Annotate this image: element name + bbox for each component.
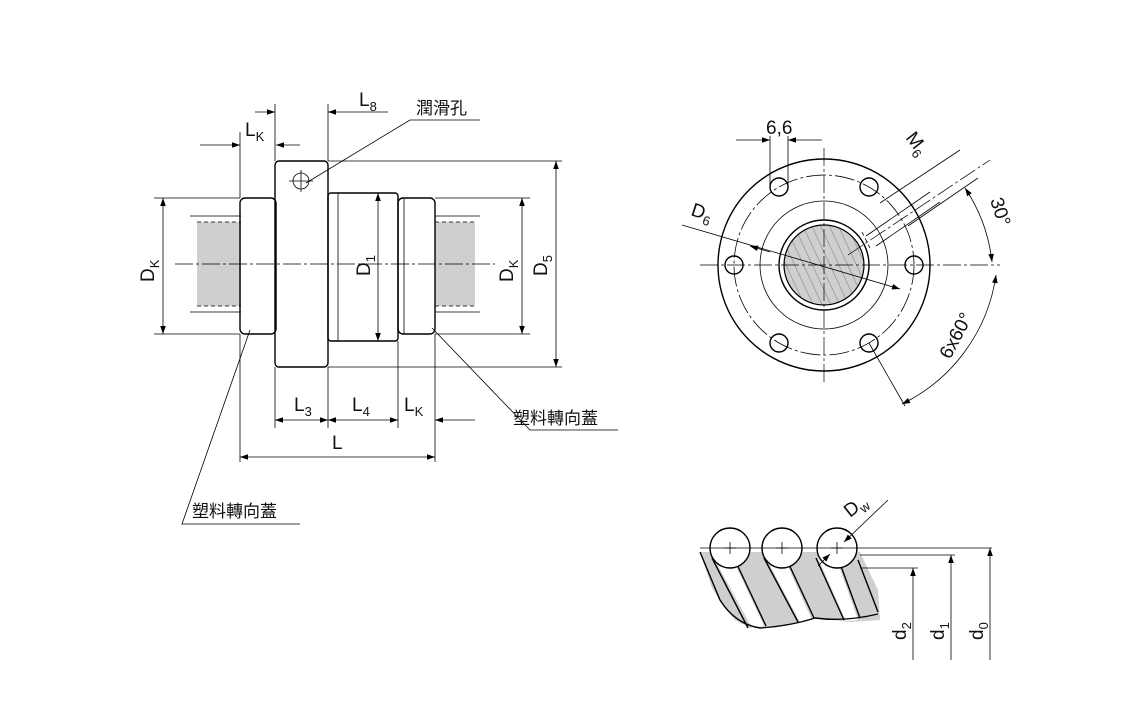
ball-detail: [699, 499, 993, 660]
dim-l3: L3: [294, 395, 312, 419]
dim-dk-right: DK: [497, 259, 521, 282]
dim-d1: d1: [928, 622, 952, 640]
note-lube-hole: 潤滑孔: [416, 99, 467, 119]
dim-lk-top: LK: [245, 120, 265, 144]
dim-l8: L8: [359, 90, 377, 114]
end-cap-left: [239, 197, 277, 335]
dim-m6: M6: [899, 128, 932, 161]
dim-l: L: [332, 433, 343, 454]
flange-view: [681, 136, 1000, 407]
note-end-cap-left: 塑料轉向蓋: [192, 502, 277, 522]
bolt-hole: [859, 177, 879, 197]
note-end-cap-right: 塑料轉向蓋: [513, 409, 598, 429]
dim-hole-dia: 6,6: [766, 118, 792, 139]
dim-l4: L4: [352, 395, 370, 419]
dim-d2: d2: [890, 622, 914, 640]
dim-d1: D1: [354, 255, 378, 276]
bolt-hole: [769, 177, 789, 197]
bolt-hole: [859, 333, 879, 353]
dim-d5: D5: [531, 255, 555, 276]
bolt-hole: [769, 333, 789, 353]
dim-angle-30: 30°: [985, 195, 1014, 229]
dim-pattern-6x60: 6x60°: [936, 309, 977, 362]
dim-d0: d0: [967, 622, 991, 640]
dim-dw: Dw: [840, 491, 873, 525]
dim-dk-left: DK: [138, 259, 162, 282]
side-view: [154, 104, 618, 525]
dim-lk-bottom: LK: [404, 395, 424, 419]
lube-port-m6: [847, 149, 991, 256]
dim-d6: D6: [688, 200, 715, 229]
end-cap-right: [397, 197, 436, 335]
